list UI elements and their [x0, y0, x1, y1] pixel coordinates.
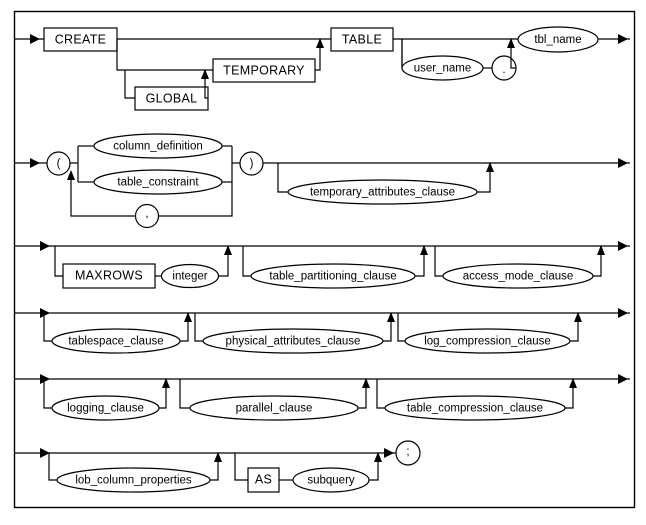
table-compression-branch-line	[376, 379, 385, 409]
access-mode-branch-line	[434, 246, 443, 277]
parallel-branch-line	[179, 379, 190, 409]
table-compression-rejoin-line	[565, 379, 574, 409]
row3-exit-arrow-icon	[618, 241, 628, 251]
partitioning-rejoin-line	[415, 246, 425, 277]
node-semicolon-circle[interactable]	[395, 440, 421, 466]
node-integer-label: integer	[172, 271, 207, 283]
node-table-compression-clause-label: table_compression_clause	[407, 403, 543, 415]
maxrows-rejoin-arrow-icon	[224, 245, 232, 255]
node-temporary-label: TEMPORARY	[223, 63, 305, 77]
row2-entry-arrow-icon	[30, 158, 40, 168]
access-mode-rejoin-line	[593, 246, 602, 277]
comma-loop-left-line	[70, 172, 136, 217]
node-lob-column-properties-label: lob_column_properties	[75, 475, 192, 487]
global-rejoin-line	[204, 70, 208, 99]
row3-entry-arrow-icon	[40, 241, 50, 251]
comma-loop-right-line	[159, 182, 233, 217]
temp-attrs-rejoin-arrow-icon	[486, 162, 494, 172]
physical-attrs-rejoin-line	[383, 313, 392, 342]
node-global-label: GLOBAL	[146, 91, 198, 105]
row-lob-as-subquery: lob_column_properties AS subquery ;	[15, 440, 421, 493]
log-compression-rejoin-line	[570, 313, 579, 342]
logging-rejoin-line	[159, 379, 167, 409]
access-mode-rejoin-arrow-icon	[597, 245, 605, 255]
node-semicolon-label: ;	[406, 446, 409, 458]
node-paren-close-label: )	[250, 158, 254, 170]
diagram-frame	[13, 10, 636, 509]
temporary-rejoin-line	[315, 39, 321, 71]
node-access-mode-clause-label: access_mode_clause	[463, 271, 574, 283]
temp-attrs-rejoin-line	[477, 163, 491, 193]
node-parallel-clause-label: parallel_clause	[236, 403, 313, 415]
row-column-list: ( column_definition table_constraint , )	[15, 133, 630, 229]
global-rejoin-arrow-icon	[201, 69, 209, 79]
node-log-compression-clause-label: log_compression_clause	[424, 336, 551, 348]
lob-branch-line	[48, 453, 57, 481]
node-physical-attributes-clause-label: physical_attributes_clause	[226, 336, 361, 348]
tablespace-rejoin-arrow-icon	[184, 312, 192, 322]
node-subquery-label: subquery	[307, 475, 355, 487]
node-column-definition-label: column_definition	[113, 141, 203, 153]
logging-branch-line	[43, 379, 52, 409]
row5-exit-arrow-icon	[618, 374, 628, 384]
entry-arrow-icon	[30, 34, 40, 44]
row-tablespace-physical-log: tablespace_clause physical_attributes_cl…	[15, 308, 630, 354]
node-maxrows-label: MAXROWS	[75, 268, 143, 282]
temp-attrs-branch-line	[277, 163, 288, 193]
global-branch-line	[124, 70, 135, 99]
node-tbl-name-label: tbl_name	[534, 34, 581, 46]
comma-loop-arrow-icon	[67, 170, 75, 180]
row6-entry-arrow-icon	[40, 448, 50, 458]
physical-attrs-rejoin-arrow-icon	[387, 312, 395, 322]
node-maxrows-box[interactable]	[62, 263, 156, 289]
node-as-box[interactable]	[247, 467, 280, 493]
node-create-label: CREATE	[55, 32, 107, 46]
dot-rejoin-arrow-icon	[507, 38, 515, 48]
physical-attrs-branch-line	[194, 313, 203, 342]
tablespace-branch-line	[43, 313, 52, 342]
partitioning-branch-line	[242, 246, 251, 277]
lob-rejoin-arrow-icon	[214, 452, 222, 462]
node-tablespace-clause-label: tablespace_clause	[68, 336, 163, 348]
node-temporary-attributes-clause-label: temporary_attributes_clause	[310, 187, 455, 199]
node-as-label: AS	[255, 472, 272, 486]
partitioning-rejoin-arrow-icon	[420, 245, 428, 255]
parallel-rejoin-arrow-icon	[362, 378, 370, 388]
row1-exit-arrow-icon	[618, 34, 628, 44]
maxrows-rejoin-line	[218, 246, 229, 277]
node-paren-open-label: (	[57, 158, 61, 170]
temporary-rejoin-arrow-icon	[316, 38, 324, 48]
temporary-branch-line	[116, 39, 213, 71]
dot-rejoin-line	[510, 39, 516, 69]
as-rejoin-arrow-icon	[374, 452, 382, 462]
row5-entry-arrow-icon	[40, 374, 50, 384]
row-create-table: CREATE GLOBAL TEMPORARY TABLE user_name …	[15, 26, 630, 111]
as-branch-line	[234, 453, 248, 481]
log-compression-branch-line	[397, 313, 405, 342]
node-table-label: TABLE	[342, 32, 382, 46]
maxrows-branch-line	[54, 246, 63, 277]
tablespace-rejoin-line	[180, 313, 189, 342]
node-dot-label: .	[502, 64, 505, 76]
node-logging-clause-label: logging_clause	[67, 403, 144, 415]
logging-rejoin-arrow-icon	[162, 378, 170, 388]
row-logging-parallel-compression: logging_clause parallel_clause table_com…	[15, 374, 630, 421]
node-user-name-label: user_name	[414, 63, 472, 75]
table-compression-rejoin-arrow-icon	[569, 378, 577, 388]
row-maxrows-partitioning: MAXROWS integer table_partitioning_claus…	[15, 241, 630, 289]
log-compression-rejoin-arrow-icon	[574, 312, 582, 322]
node-table-constraint-label: table_constraint	[117, 177, 199, 189]
row2-exit-arrow-icon	[618, 158, 628, 168]
semicolon-entry-arrow-icon	[384, 448, 394, 458]
node-comma-label: ,	[145, 208, 148, 220]
node-table-partitioning-clause-label: table_partitioning_clause	[269, 271, 396, 283]
parallel-rejoin-line	[358, 379, 367, 409]
row4-entry-arrow-icon	[40, 308, 50, 318]
row4-exit-arrow-icon	[618, 308, 628, 318]
